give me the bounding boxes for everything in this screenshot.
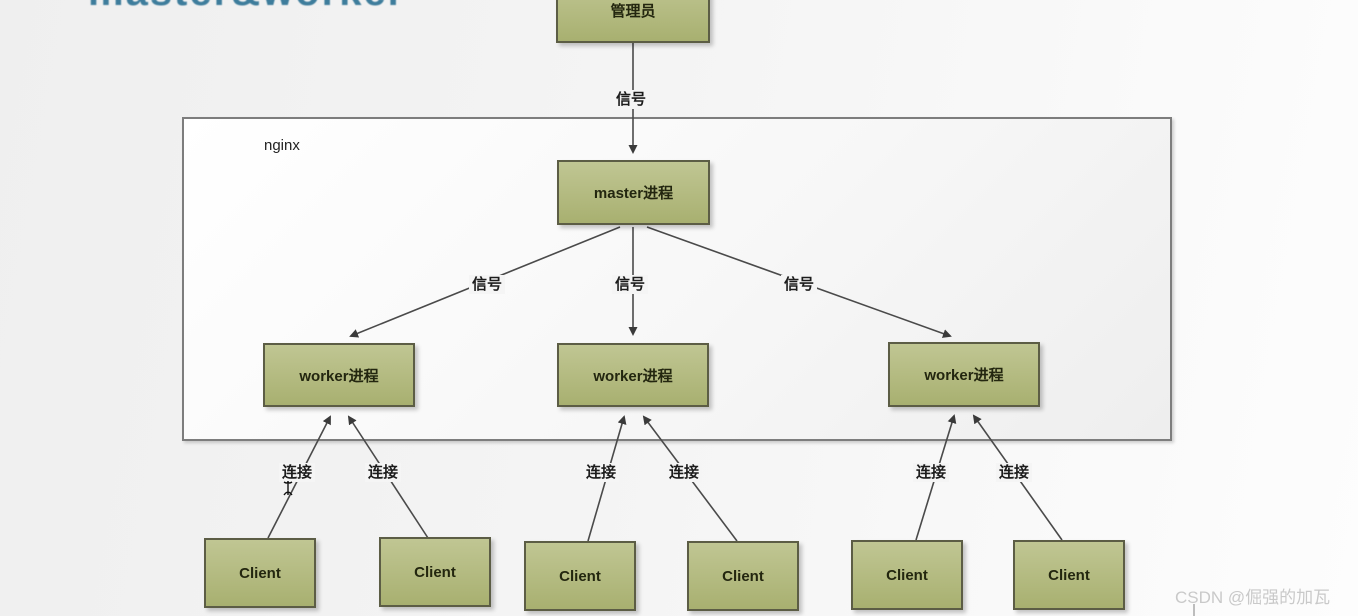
- connect-label: 连接: [665, 463, 703, 482]
- client-box: Client: [379, 537, 491, 607]
- worker-process-box: worker进程: [557, 343, 709, 407]
- signal-label: 信号: [780, 275, 818, 294]
- signal-label: 信号: [612, 90, 650, 109]
- watermark-tick: [1193, 604, 1195, 616]
- text-cursor-icon: [283, 481, 293, 496]
- client-box: Client: [851, 540, 963, 610]
- signal-label: 信号: [611, 275, 649, 294]
- connect-label: 连接: [364, 463, 402, 482]
- connect-label: 连接: [582, 463, 620, 482]
- client-box: Client: [204, 538, 316, 608]
- connect-label: 连接: [278, 463, 316, 482]
- admin-box: 管理员: [556, 0, 710, 43]
- worker-process-box: worker进程: [263, 343, 415, 407]
- nginx-container-label: nginx: [264, 137, 300, 154]
- worker-process-box: worker进程: [888, 342, 1040, 407]
- master-process-box: master进程: [557, 160, 710, 225]
- client-box: Client: [524, 541, 636, 611]
- connect-label: 连接: [912, 463, 950, 482]
- client-box: Client: [687, 541, 799, 611]
- connect-label: 连接: [995, 463, 1033, 482]
- client-box: Client: [1013, 540, 1125, 610]
- csdn-watermark: CSDN @倔强的加瓦: [1175, 588, 1331, 607]
- page-title: master&worker: [88, 0, 405, 15]
- signal-label: 信号: [468, 275, 506, 294]
